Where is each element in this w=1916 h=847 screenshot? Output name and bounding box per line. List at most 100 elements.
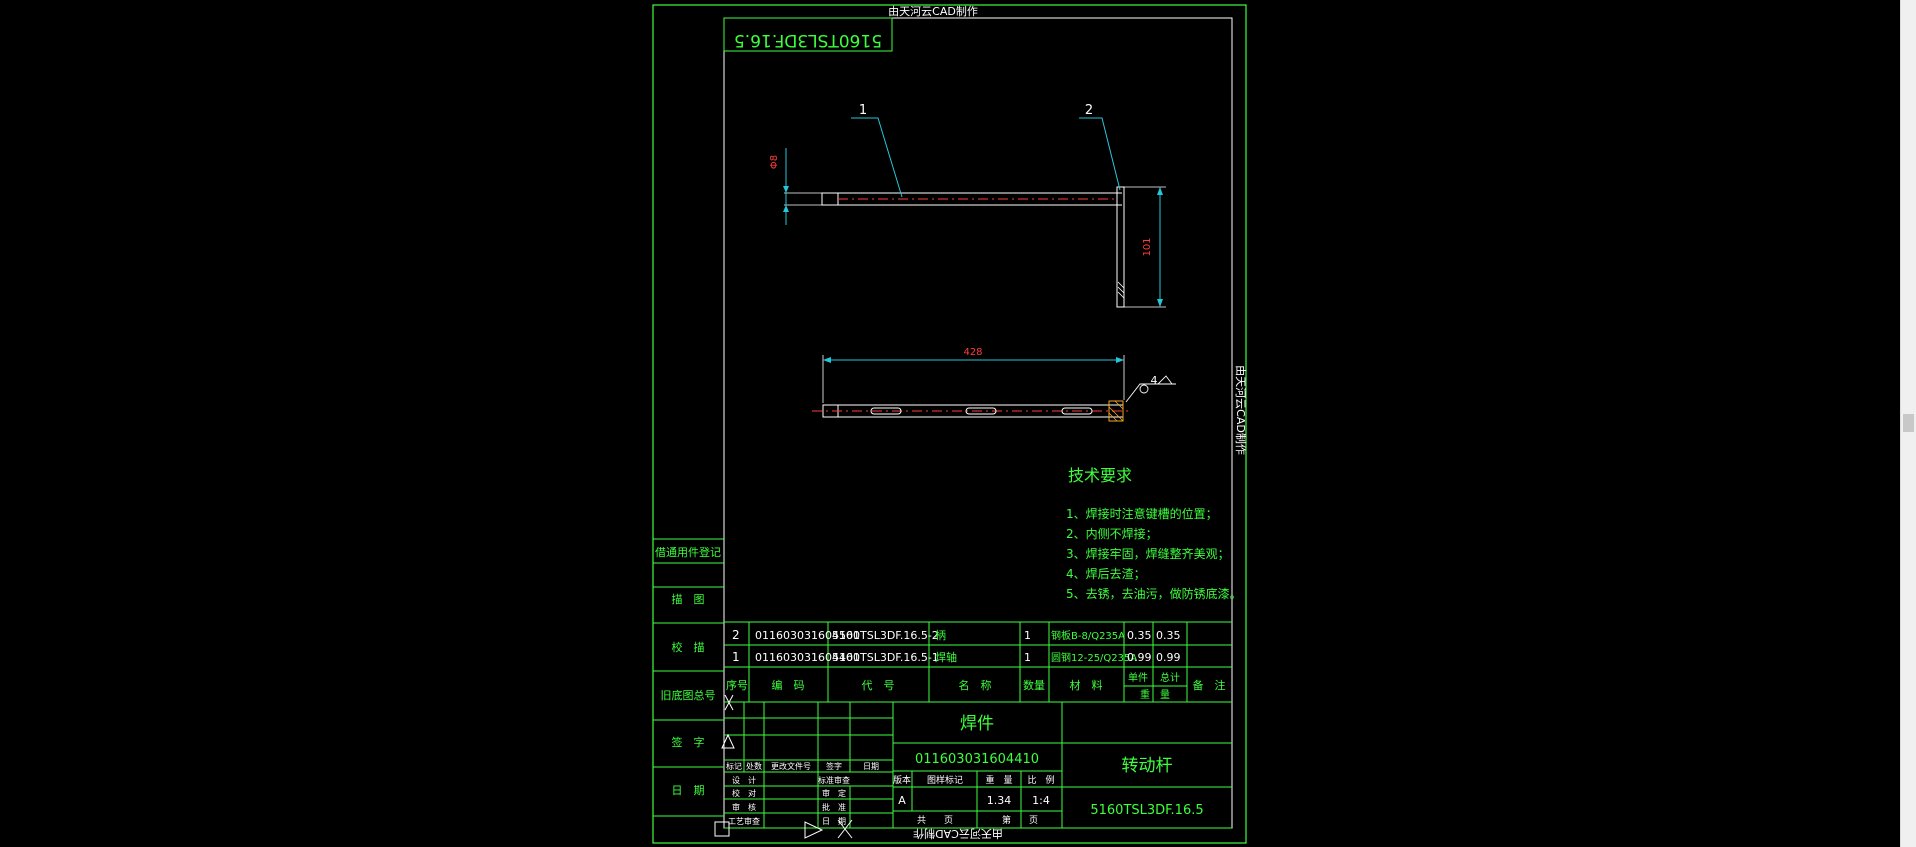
svg-text:批 准: 批 准 bbox=[822, 802, 846, 812]
svg-text:图样标记: 图样标记 bbox=[927, 774, 963, 786]
svg-text:共 页: 共 页 bbox=[917, 815, 953, 826]
svg-text:比 例: 比 例 bbox=[1027, 774, 1054, 786]
dim-diameter: Φ8 bbox=[769, 148, 822, 225]
tech-item: 1、焊接时注意键槽的位置； bbox=[1066, 506, 1218, 521]
svg-text:1: 1 bbox=[859, 103, 867, 118]
weld-symbol: 4 bbox=[1125, 374, 1176, 403]
part-name: 转动杆 bbox=[1122, 756, 1173, 776]
svg-text:A: A bbox=[898, 794, 906, 807]
part-view-top bbox=[821, 186, 1125, 308]
svg-text:标记: 标记 bbox=[726, 761, 742, 771]
part-code: 011603031604410 bbox=[915, 752, 1039, 767]
drawing-number: 5160TSL3DF.16.5 bbox=[1090, 803, 1203, 818]
square-icon bbox=[714, 821, 730, 837]
svg-text:1:4: 1:4 bbox=[1032, 794, 1050, 807]
svg-text:数量: 数量 bbox=[1023, 679, 1045, 692]
dim-height: 101 bbox=[1124, 186, 1166, 308]
dim-length: 428 bbox=[822, 347, 1125, 403]
svg-text:5160TSL3DF.16.5-2: 5160TSL3DF.16.5-2 bbox=[832, 629, 939, 642]
play-icon bbox=[804, 821, 824, 839]
svg-text:428: 428 bbox=[963, 347, 982, 358]
outer-frame bbox=[652, 4, 1247, 844]
part-view-bottom bbox=[812, 400, 1130, 422]
tech-item: 5、去锈，去油污，做防锈底漆。 bbox=[1066, 586, 1242, 601]
svg-text:重 量: 重 量 bbox=[1140, 688, 1170, 701]
leader-1: 1 bbox=[851, 103, 903, 198]
tech-requirements: 技术要求 1、焊接时注意键槽的位置； 2、内侧不焊接； 3、焊接牢固，焊缝整齐美… bbox=[1066, 466, 1242, 601]
svg-text:工艺审查: 工艺审查 bbox=[728, 816, 760, 826]
svg-text:2: 2 bbox=[1085, 103, 1093, 118]
leader-2: 2 bbox=[1079, 103, 1121, 191]
svg-text:设 计: 设 计 bbox=[732, 775, 756, 785]
svg-text:审 核: 审 核 bbox=[732, 802, 756, 812]
side-label-use: 借通用件登记 bbox=[655, 545, 721, 559]
svg-text:编 码: 编 码 bbox=[772, 678, 805, 692]
svg-text:单件: 单件 bbox=[1128, 672, 1148, 684]
cross-icon bbox=[837, 819, 853, 839]
svg-text:版本: 版本 bbox=[893, 774, 911, 786]
code-box bbox=[723, 17, 893, 52]
svg-text:1: 1 bbox=[1024, 651, 1031, 664]
svg-text:更改文件号: 更改文件号 bbox=[771, 761, 811, 771]
svg-text:总计: 总计 bbox=[1160, 671, 1180, 684]
svg-text:日 期: 日 期 bbox=[822, 817, 846, 826]
bom-grid bbox=[724, 621, 1232, 703]
watermark-top: 由天河云CAD制作 bbox=[888, 4, 978, 18]
vertical-scrollbar[interactable] bbox=[1900, 0, 1916, 847]
tech-item: 3、焊接牢固，焊缝整齐美观； bbox=[1066, 546, 1230, 561]
svg-text:5160TSL3DF.16.5-1: 5160TSL3DF.16.5-1 bbox=[832, 651, 939, 664]
svg-text:校 对: 校 对 bbox=[732, 788, 756, 798]
svg-text:圆钢12-25/Q235A: 圆钢12-25/Q235A bbox=[1051, 651, 1137, 664]
bom-row: 1 011603031604401 5160TSL3DF.16.5-1 焊轴 1… bbox=[732, 650, 1181, 664]
side-label-old: 旧底图总号 bbox=[661, 688, 716, 702]
triangle-icon bbox=[721, 733, 735, 749]
tech-title: 技术要求 bbox=[1068, 466, 1132, 485]
scrollbar-thumb[interactable] bbox=[1903, 414, 1914, 432]
title-block-grid bbox=[724, 702, 1232, 829]
bom-row: 2 011603031604501 5160TSL3DF.16.5-2 柄 1 … bbox=[732, 628, 1181, 642]
bom-header: 序号 编 码 代 号 名 称 数量 材 料 单件 总计 重 量 备 注 bbox=[726, 671, 1226, 701]
svg-text:焊轴: 焊轴 bbox=[935, 650, 957, 664]
svg-text:标准审查: 标准审查 bbox=[818, 775, 850, 785]
svg-text:审 定: 审 定 bbox=[822, 788, 846, 798]
svg-text:011603031604401: 011603031604401 bbox=[755, 651, 860, 664]
svg-text:1.34: 1.34 bbox=[987, 794, 1012, 807]
flag-icon bbox=[724, 694, 734, 711]
svg-text:处数: 处数 bbox=[746, 761, 762, 771]
svg-text:0.99: 0.99 bbox=[1127, 651, 1152, 664]
svg-text:重 量: 重 量 bbox=[985, 774, 1012, 786]
svg-text:材 料: 材 料 bbox=[1070, 678, 1103, 692]
svg-text:名 称: 名 称 bbox=[959, 678, 992, 692]
svg-text:柄: 柄 bbox=[935, 629, 946, 642]
watermark-right: 由天河云CAD制作 bbox=[1234, 365, 1248, 455]
svg-text:钢板B-8/Q235A: 钢板B-8/Q235A bbox=[1051, 629, 1125, 642]
svg-text:0.99: 0.99 bbox=[1156, 651, 1181, 664]
svg-text:代 号: 代 号 bbox=[862, 679, 895, 692]
tech-item: 2、内侧不焊接； bbox=[1066, 526, 1158, 541]
svg-text:0.35: 0.35 bbox=[1156, 629, 1181, 642]
svg-text:2: 2 bbox=[732, 628, 740, 642]
svg-text:011603031604501: 011603031604501 bbox=[755, 629, 860, 642]
svg-text:4: 4 bbox=[1151, 374, 1158, 387]
svg-text:Φ8: Φ8 bbox=[769, 155, 780, 169]
part-type: 焊件 bbox=[960, 714, 994, 734]
svg-text:备 注: 备 注 bbox=[1193, 678, 1226, 692]
svg-text:101: 101 bbox=[1142, 237, 1153, 256]
svg-text:0.35: 0.35 bbox=[1127, 629, 1152, 642]
mirrored-code: 5160TSL3DF.16.5 bbox=[734, 30, 882, 50]
svg-text:序号: 序号 bbox=[726, 678, 748, 692]
side-label-trace: 描 图 bbox=[672, 592, 705, 606]
side-label-check: 校 描 bbox=[672, 640, 705, 654]
tech-item: 4、焊后去渣； bbox=[1066, 566, 1146, 581]
svg-text:第 页: 第 页 bbox=[1002, 814, 1038, 826]
svg-text:日期: 日期 bbox=[863, 762, 879, 771]
svg-text:1: 1 bbox=[732, 650, 740, 664]
side-column bbox=[653, 538, 724, 817]
side-label-date: 日 期 bbox=[672, 784, 705, 797]
svg-text:签字: 签字 bbox=[826, 761, 842, 771]
watermark-bottom: 由天河云CAD制作 bbox=[913, 827, 1003, 841]
inner-frame bbox=[723, 17, 1233, 829]
side-label-sign: 签 字 bbox=[672, 735, 705, 749]
